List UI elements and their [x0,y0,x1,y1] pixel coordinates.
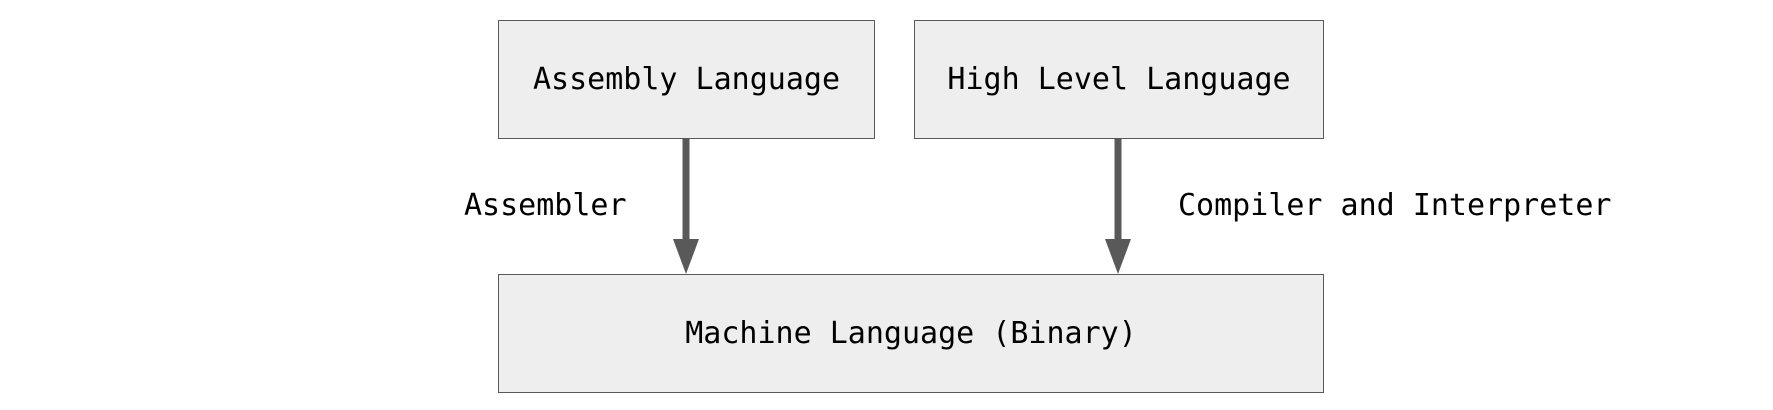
assembly-language-node: Assembly Language [498,20,875,139]
high-level-language-node: High Level Language [914,20,1324,139]
high-level-language-label: High Level Language [947,62,1291,97]
machine-language-label: Machine Language (Binary) [685,316,1137,351]
assembler-edge-label: Assembler [464,188,627,223]
assembler-arrow [673,139,699,274]
compiler-arrow [1105,139,1131,274]
compiler-interpreter-edge-label: Compiler and Interpreter [1178,188,1612,223]
assembly-language-label: Assembly Language [532,62,841,97]
machine-language-node: Machine Language (Binary) [498,274,1324,393]
